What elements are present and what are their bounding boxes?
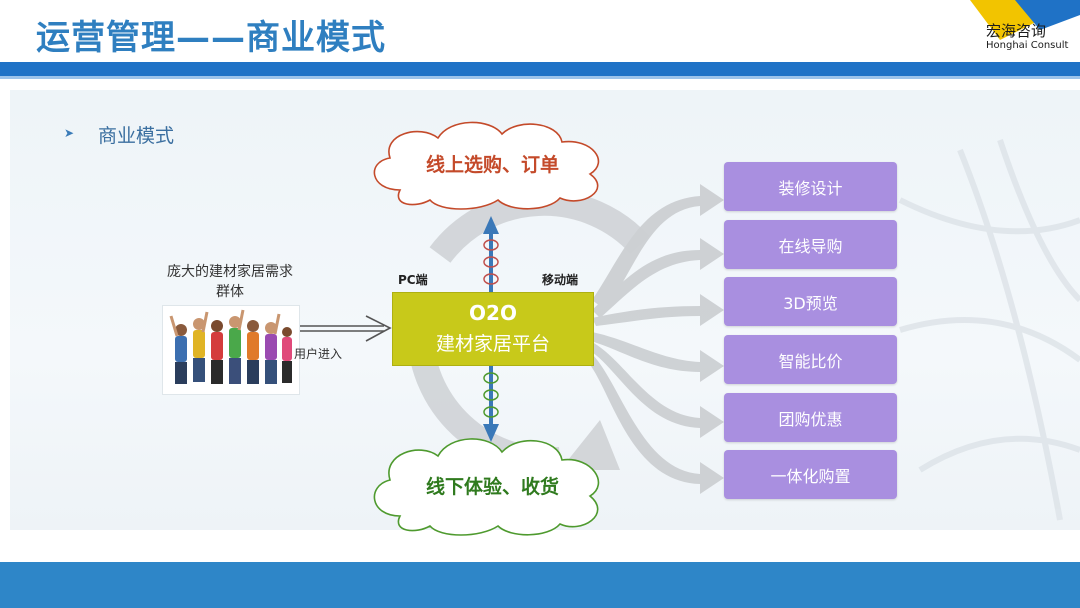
footer-band	[0, 562, 1080, 608]
platform-subtitle: 建材家居平台	[435, 333, 550, 355]
logo-text-cn: 宏海咨询	[986, 22, 1047, 40]
page-title: 运营管理——商业模式	[36, 18, 386, 58]
offline-cloud-shape	[373, 438, 600, 536]
header: 运营管理——商业模式 宏海咨询 Honghai Consult	[0, 0, 1080, 62]
header-band	[0, 62, 1080, 76]
triangle-bullet-icon: ➤	[64, 126, 75, 140]
feature-item: 智能比价	[724, 335, 897, 384]
company-logo: 宏海咨询 Honghai Consult	[930, 0, 1080, 62]
online-cloud-shape	[373, 121, 600, 210]
platform-title: O2O	[469, 301, 517, 325]
section-heading: 商业模式	[98, 125, 175, 147]
logo-shape-icon	[970, 0, 1080, 40]
online-shopping-label: 线上选购、订单	[425, 154, 559, 176]
user-entry-label: 用户进入	[294, 347, 343, 361]
mobile-channel-label: 移动端	[542, 273, 579, 287]
header-band-line	[0, 76, 1080, 79]
feature-item: 一体化购置	[724, 450, 897, 499]
offline-experience-label: 线下体验、收货	[425, 476, 559, 498]
feature-item: 在线导购	[724, 220, 897, 269]
logo-text-en: Honghai Consult	[986, 40, 1069, 51]
feature-item: 装修设计	[724, 162, 897, 211]
crowd-figures-icon	[169, 309, 292, 384]
feature-item: 3D预览	[724, 277, 897, 326]
feature-item: 团购优惠	[724, 393, 897, 442]
demand-line-1: 庞大的建材家居需求	[167, 264, 293, 280]
crowd-photo	[162, 305, 300, 395]
demand-line-2: 群体	[216, 284, 244, 300]
o2o-platform-box: O2O 建材家居平台	[392, 292, 594, 366]
demand-group-label: 庞大的建材家居需求 群体	[145, 262, 315, 302]
pc-channel-label: PC端	[398, 273, 428, 287]
